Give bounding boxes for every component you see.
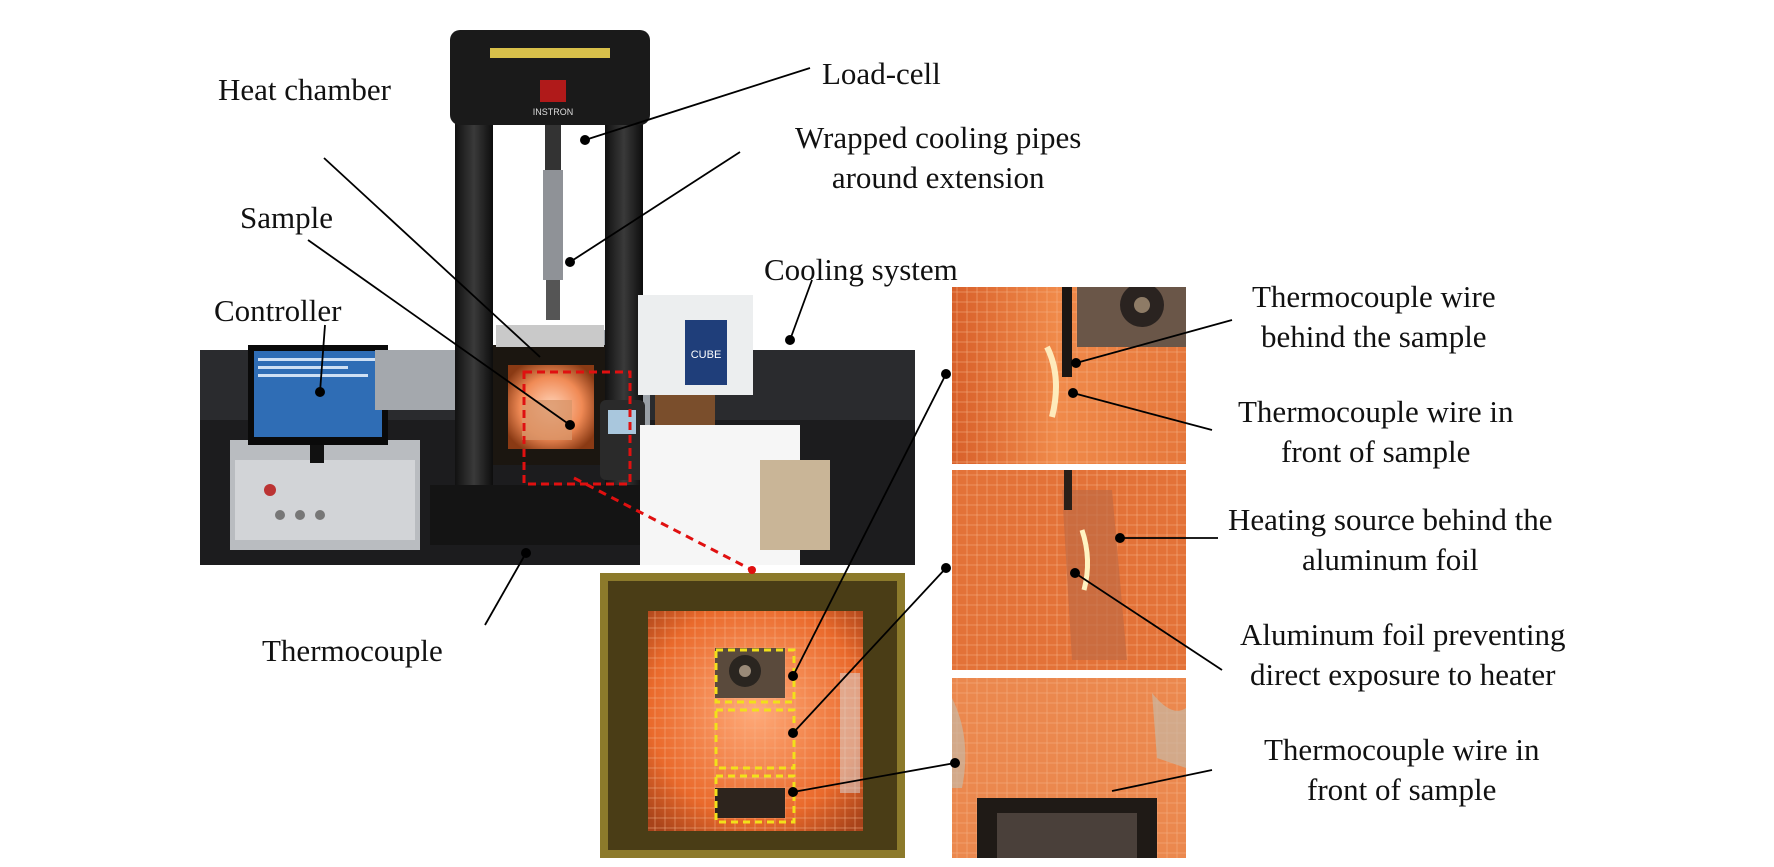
label-tc-behind-line1: Thermocouple wire (1252, 279, 1496, 314)
detail-box-1 (714, 648, 796, 704)
chamber-highlight-box (522, 370, 632, 486)
instron-logo-text: INSTRON (533, 107, 574, 117)
cube-logo-text: CUBE (691, 349, 722, 361)
label-heating-source: Heating source behind the aluminum foil (1228, 500, 1553, 581)
detail-box-3 (714, 774, 796, 824)
label-aluminum-foil-line2: direct exposure to heater (1249, 657, 1556, 693)
chamber-closeup-photo (600, 573, 905, 858)
label-cooling-system: Cooling system (764, 252, 958, 287)
label-tc-front-2: Thermocouple wire in front of sample (1264, 730, 1539, 811)
label-heating-source-line2: aluminum foil (1302, 542, 1479, 578)
label-tc-front-2-line2: front of sample (1307, 772, 1497, 808)
label-tc-front-1-line1: Thermocouple wire in (1238, 394, 1514, 429)
detail-photo-bottom (952, 678, 1186, 858)
detail-photo-middle (952, 470, 1186, 670)
detail-photo-top (952, 287, 1186, 464)
label-tc-front-1: Thermocouple wire in front of sample (1238, 392, 1513, 473)
label-sample: Sample (240, 200, 333, 235)
label-tc-front-1-line2: front of sample (1281, 434, 1471, 470)
detail-box-2 (714, 708, 796, 770)
label-aluminum-foil-line1: Aluminum foil preventing (1240, 617, 1566, 652)
label-thermocouple: Thermocouple (262, 633, 443, 668)
label-heat-chamber: Heat chamber (218, 72, 391, 107)
label-load-cell: Load-cell (822, 56, 941, 91)
label-cooling-pipes-line1: Wrapped cooling pipes (795, 120, 1082, 155)
label-aluminum-foil: Aluminum foil preventing direct exposure… (1240, 615, 1565, 696)
label-controller: Controller (214, 293, 342, 328)
label-tc-behind: Thermocouple wire behind the sample (1252, 277, 1496, 358)
test-machine-photo: INSTRON CUBE (200, 20, 915, 565)
label-cooling-pipes-line2: around extension (831, 160, 1045, 196)
label-tc-front-2-line1: Thermocouple wire in (1264, 732, 1540, 767)
label-tc-behind-line2: behind the sample (1261, 319, 1487, 355)
zoom-connector-line (573, 476, 753, 572)
label-cooling-pipes: Wrapped cooling pipes around extension (795, 118, 1081, 199)
label-heating-source-line1: Heating source behind the (1228, 502, 1553, 537)
